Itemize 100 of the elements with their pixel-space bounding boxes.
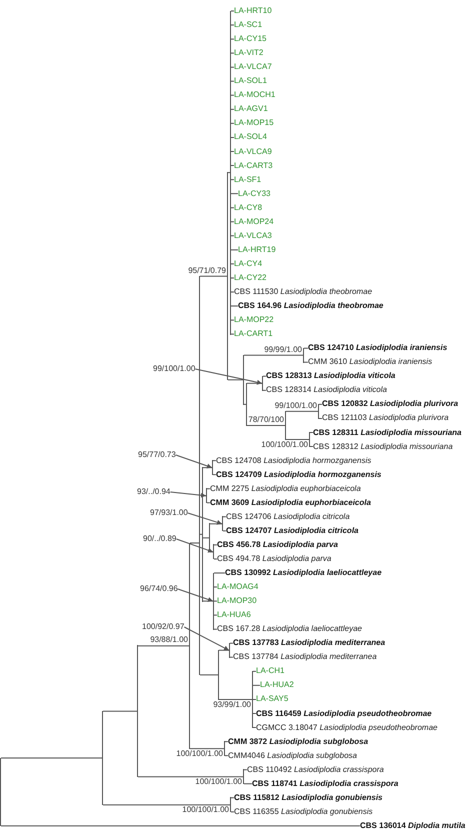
branch-line — [252, 713, 256, 714]
taxon-label: CBS 167.28 Lasiodiplodia laeliocattleyae — [217, 624, 362, 634]
taxon-label: CBS 137783 Lasiodiplodia mediterranea — [233, 638, 386, 648]
branch-line — [214, 628, 218, 630]
leader-arrow — [175, 454, 212, 468]
support-value: 99/100/1.00 — [274, 400, 317, 411]
branch-line — [190, 748, 224, 750]
branch-line — [244, 783, 252, 784]
support-value: 100/100/1.00 — [182, 805, 229, 816]
branch-line — [228, 172, 230, 174]
clade-node-line — [285, 410, 286, 440]
taxon-label: LA-MOP15 — [234, 118, 274, 128]
taxon-label: CBS 456.78 Lasiodiplodia parva — [217, 540, 338, 550]
branch-line — [230, 811, 234, 812]
branch-line — [214, 572, 226, 574]
clade-node-line — [102, 710, 103, 806]
leader-arrow — [194, 368, 262, 385]
taxon-label: LA-MOP24 — [234, 216, 274, 227]
taxon-label: CMM 3609 Lasiodiplodia euphorbiaceicola — [210, 498, 371, 508]
clade-node-line — [199, 276, 200, 676]
branch-line — [286, 439, 310, 440]
taxon-label: CBS 124706 Lasiodiplodia citricola — [226, 512, 350, 522]
taxon-label: CMM 2275 Lasiodiplodia euphorbiaceicola — [210, 484, 361, 494]
taxon-label: CBS 120832 Lasiodiplodia plurivora — [322, 399, 458, 410]
clade-node-line — [230, 797, 231, 812]
branch-line — [230, 24, 234, 26]
clade-node-line — [0, 758, 1, 826]
taxon-label: CBS 136014 Diplodia mutila — [360, 820, 466, 831]
branch-line — [190, 542, 200, 544]
branch-line — [218, 650, 230, 651]
branch-line — [262, 376, 266, 377]
support-value: 96/74/0.96 — [140, 584, 178, 594]
branch-line — [214, 558, 218, 560]
branch-line — [212, 474, 216, 476]
branch-line — [246, 382, 262, 384]
taxon-label: CBS 128313 Lasiodiplodia viticola — [266, 371, 396, 382]
support-value: 100/92/0.97 — [142, 622, 184, 632]
taxon-label: LA-SC1 — [234, 20, 262, 30]
branch-line — [102, 804, 230, 806]
taxon-label: LA-SOL4 — [234, 132, 267, 142]
clade-node-line — [137, 645, 138, 778]
leader-arrow — [170, 492, 206, 498]
taxon-label: LA-VLCA7 — [234, 62, 272, 72]
support-value: 93/88/1.00 — [150, 635, 188, 646]
branch-line — [200, 674, 218, 676]
clade-node-line — [206, 488, 207, 504]
clade-node-line — [212, 460, 213, 476]
clade-node-line — [243, 769, 244, 784]
branch-line — [230, 38, 234, 40]
branch-line — [224, 741, 228, 742]
clade-node-line — [213, 544, 214, 560]
branch-line — [318, 418, 322, 419]
taxon-label: LA-CY15 — [234, 34, 266, 44]
clade-node-line — [318, 404, 319, 419]
branch-line — [102, 710, 138, 712]
branch-line — [200, 534, 202, 535]
leader-arrow — [187, 512, 222, 525]
leader-arrow — [177, 588, 214, 602]
branch-line — [252, 727, 256, 728]
branch-line — [214, 600, 218, 602]
clade-node-line — [229, 642, 230, 658]
branch-line — [230, 136, 234, 138]
branch-line — [202, 537, 210, 538]
clade-node-line — [252, 670, 253, 728]
taxon-label: LA-CART1 — [234, 329, 273, 340]
taxon-label: CBS 116355 Lasiodiplodia gonubiensis — [234, 806, 373, 817]
taxon-label: CMM4046 Lasiodiplodia subglobosa — [228, 750, 357, 761]
branch-line — [230, 10, 234, 12]
taxon-label: CBS 124710 Lasiodiplodia iraniensis — [308, 343, 448, 354]
taxon-label: LA-VLCA3 — [234, 230, 272, 241]
clade-node-line — [202, 467, 203, 602]
support-value: 93/99/1.00 — [213, 700, 251, 710]
branch-line — [230, 656, 234, 658]
taxon-label: CBS 124709 Lasiodiplodia hormozganensis — [216, 470, 382, 480]
taxon-label: LA-VLCA9 — [234, 146, 272, 156]
clade-node-line — [218, 650, 219, 700]
branch-line — [222, 516, 226, 518]
taxon-label: CBS 121103 Lasiodiplodia plurivora — [322, 413, 449, 424]
taxon-label: CMM 3610 Lasiodiplodia iraniensis — [308, 357, 432, 368]
clade-node-line — [243, 354, 244, 405]
branch-line — [138, 645, 190, 646]
taxon-label: CBS 115812 Lasiodiplodia gonubiensis — [234, 792, 382, 803]
taxon-label: CBS 111530 Lasiodiplodia theobromae — [234, 287, 372, 297]
clade-node-line — [246, 382, 247, 426]
branch-line — [230, 66, 234, 68]
taxon-label: LA-HUA2 — [260, 680, 294, 690]
support-value: 99/99/1.00 — [264, 344, 302, 355]
branch-line — [244, 354, 304, 356]
clade-node-line — [227, 172, 228, 380]
branch-line — [230, 165, 234, 166]
taxon-label: LA-CART3 — [234, 160, 273, 171]
taxon-label: LA-CY8 — [234, 202, 262, 213]
branch-line — [206, 488, 210, 490]
taxon-label: LA-VIT2 — [234, 48, 264, 58]
taxon-label: CBS 128314 Lasiodiplodia viticola — [266, 385, 387, 396]
branch-line — [230, 221, 234, 222]
taxon-label: CBS 128311 Lasiodiplodia missouriana — [313, 428, 462, 438]
branch-line — [230, 334, 234, 335]
support-value: 97/93/1.00 — [150, 508, 188, 518]
taxon-label: LA-HUA6 — [217, 610, 251, 620]
